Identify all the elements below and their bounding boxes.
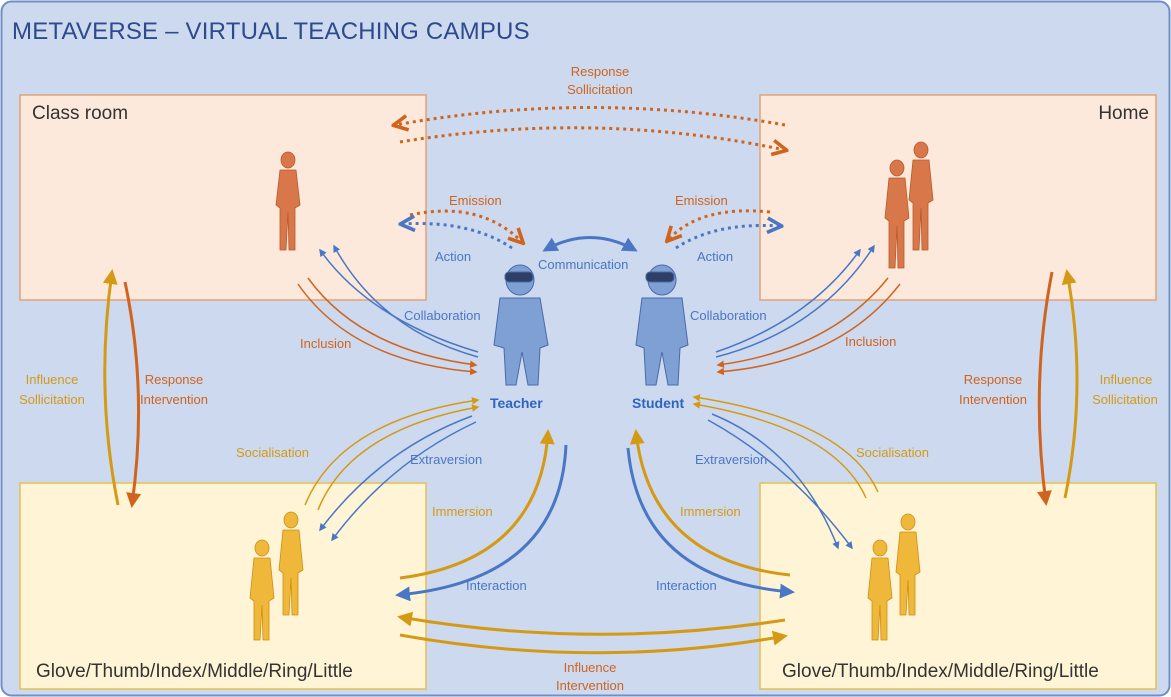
socialisation-left-arrow-1 xyxy=(304,397,480,506)
inclusion-right-arrow-1 xyxy=(716,277,889,368)
home-title: Home xyxy=(1098,103,1149,124)
immersion-left-label: Immersion xyxy=(432,504,493,519)
communication-arrow xyxy=(542,236,638,252)
intervention-bottom-label: Intervention xyxy=(556,678,624,693)
extraversion-left-arrow-2 xyxy=(331,421,477,542)
student-label: Student xyxy=(632,395,685,411)
home-people-icon xyxy=(884,141,934,269)
interaction-right-arrow xyxy=(626,447,795,599)
influence-right-arrow xyxy=(1061,269,1079,499)
emission-left-label: Emission xyxy=(449,193,502,208)
communication-label: Communication xyxy=(538,257,629,272)
influence-bottom-label: Influence xyxy=(563,660,617,675)
glove-people-left-icon xyxy=(249,511,304,641)
glove-room-right-title: Glove/Thumb/Index/Middle/Ring/Little xyxy=(782,661,1099,682)
socialisation-left-arrow-2 xyxy=(317,404,480,511)
inclusion-right-arrow-2 xyxy=(716,283,901,376)
influence-bottom-arrow xyxy=(397,611,786,636)
inclusion-left-arrow-2 xyxy=(297,283,478,376)
classroom-person-icon xyxy=(275,151,301,251)
response-left-arrow xyxy=(123,281,142,508)
classroom-title: Class room xyxy=(32,103,129,124)
socialisation-right-label: Socialisation xyxy=(856,445,929,460)
action-left-arrow xyxy=(402,224,513,250)
response-left-label: Response xyxy=(144,372,204,387)
collaboration-left-label: Collaboration xyxy=(404,308,481,323)
sollicitation-left-label: Sollicitation xyxy=(19,392,85,407)
emission-left-arrow xyxy=(409,209,522,242)
vr-student-avatar-icon xyxy=(635,264,689,386)
response-label: Response xyxy=(570,64,630,79)
interaction-left-label: Interaction xyxy=(466,578,527,593)
glove-room-left-title: Glove/Thumb/Index/Middle/Ring/Little xyxy=(36,661,353,682)
glove-room-left-box xyxy=(19,482,427,690)
extraversion-left-arrow-1 xyxy=(319,415,473,532)
inclusion-left-label: Inclusion xyxy=(300,336,352,351)
teacher-label: Teacher xyxy=(490,395,543,411)
action-left-label: Action xyxy=(435,249,472,264)
collaboration-left-arrow-1 xyxy=(319,248,479,353)
interaction-right-label: Interaction xyxy=(656,578,717,593)
collaboration-right-arrow-1 xyxy=(715,248,861,353)
intervention-left-label: Intervention xyxy=(140,392,208,407)
interaction-left-arrow xyxy=(395,444,568,602)
action-right-label: Action xyxy=(697,249,734,264)
immersion-right-arrow xyxy=(629,429,791,577)
immersion-left-arrow xyxy=(399,429,555,580)
immersion-right-label: Immersion xyxy=(680,504,741,519)
influence-left-label: Influence xyxy=(25,372,79,387)
collaboration-right-arrow-2 xyxy=(715,244,875,358)
intervention-bottom-arrow xyxy=(399,630,788,655)
glove-people-right-icon xyxy=(867,513,921,641)
extraversion-right-arrow-1 xyxy=(711,413,840,550)
emission-right-label: Emission xyxy=(675,193,728,208)
intervention-right-label: Intervention xyxy=(959,392,1027,407)
vr-teacher-avatar-icon xyxy=(493,264,549,386)
extraversion-left-label: Extraversion xyxy=(410,452,483,467)
socialisation-left-label: Socialisation xyxy=(236,445,309,460)
influence-right-label: Influence xyxy=(1099,372,1153,387)
classroom-box xyxy=(19,94,427,301)
response-right-arrow xyxy=(1036,271,1054,506)
collaboration-right-label: Collaboration xyxy=(690,308,767,323)
inclusion-right-label: Inclusion xyxy=(845,334,897,349)
action-right-arrow xyxy=(675,225,780,250)
influence-left-arrow xyxy=(102,269,120,506)
diagram-title: METAVERSE – VIRTUAL TEACHING CAMPUS xyxy=(12,18,530,45)
socialisation-right-arrow-1 xyxy=(692,394,879,493)
extraversion-right-label: Extraversion xyxy=(695,452,768,467)
extraversion-right-arrow-2 xyxy=(707,419,853,550)
response-arrow xyxy=(395,106,786,126)
sollicitation-label: Sollicitation xyxy=(567,82,633,97)
collaboration-left-arrow-2 xyxy=(333,244,479,358)
inclusion-left-arrow-1 xyxy=(307,277,478,368)
home-box xyxy=(759,94,1157,301)
response-right-label: Response xyxy=(963,372,1023,387)
socialisation-right-arrow-2 xyxy=(692,401,867,499)
sollicitation-right-label: Sollicitation xyxy=(1092,392,1158,407)
glove-room-right-box xyxy=(759,482,1157,690)
emission-right-arrow xyxy=(668,209,771,240)
